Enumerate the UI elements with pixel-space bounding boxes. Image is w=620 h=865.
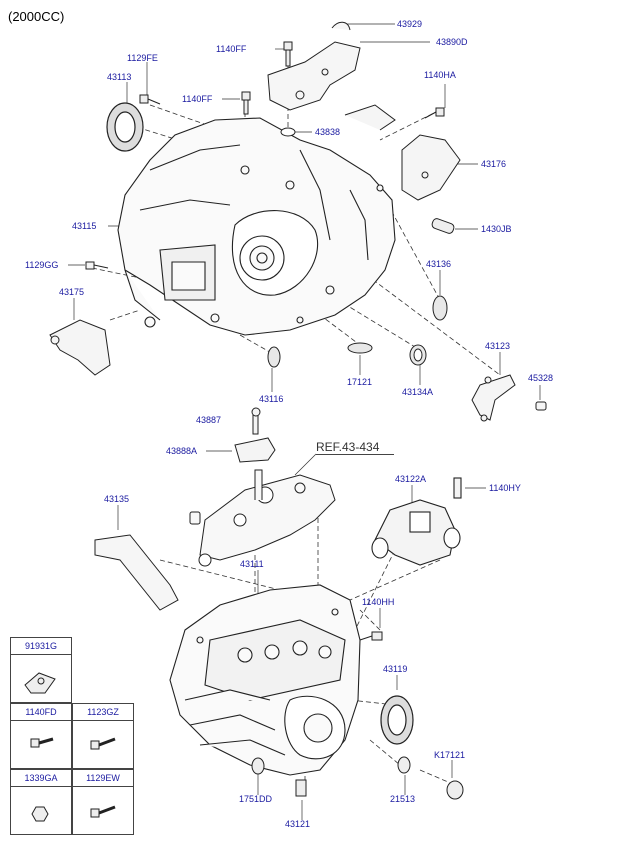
- screw-icon: [90, 805, 116, 818]
- callout-43119[interactable]: 43119: [383, 664, 408, 674]
- callout-K17121[interactable]: K17121: [434, 750, 466, 760]
- legend-divider: [73, 786, 133, 787]
- callout-43135[interactable]: 43135: [104, 494, 130, 504]
- callout-1129GG[interactable]: 1129GG: [25, 260, 59, 270]
- legend-label: 1140FD: [25, 707, 57, 717]
- callout-1140FF[interactable]: 1140FF: [216, 44, 247, 54]
- bolts-top: [139, 41, 445, 137]
- callout-43887[interactable]: 43887: [196, 415, 222, 425]
- callout-43116[interactable]: 43116: [259, 394, 284, 404]
- bottom-small-parts: [251, 756, 464, 800]
- legend-cell-1123GZ[interactable]: 1123GZ: [72, 703, 134, 769]
- reference-label[interactable]: REF.43-434: [316, 440, 380, 454]
- legend-divider: [11, 654, 71, 655]
- bracket-43888A: [234, 407, 276, 463]
- callout-43122A[interactable]: 43122A: [395, 474, 427, 484]
- callout-21513[interactable]: 21513: [390, 794, 416, 804]
- bolt-icon: [30, 737, 54, 748]
- shift-rod-43135: [94, 534, 179, 611]
- callout-17121[interactable]: 17121: [347, 377, 373, 387]
- legend-cell-1339GA[interactable]: 1339GA: [10, 769, 72, 835]
- bracket-43175: [49, 261, 111, 376]
- washers: [267, 295, 448, 368]
- shift-control-assembly: [189, 469, 336, 567]
- callout-43888A[interactable]: 43888A: [166, 446, 198, 456]
- legend-label: 1339GA: [24, 773, 58, 783]
- legend-cell-1129EW[interactable]: 1129EW: [72, 769, 134, 835]
- clip-icon: [24, 672, 56, 694]
- callout-45328[interactable]: 45328: [528, 373, 554, 383]
- callout-1140HY[interactable]: 1140HY: [489, 483, 521, 493]
- hardware-legend: 91931G 1140FD 1123GZ 1339GA: [10, 637, 134, 835]
- callout-43111[interactable]: 43111: [240, 559, 264, 569]
- callout-43890D[interactable]: 43890D: [436, 37, 468, 47]
- callout-1430JB[interactable]: 1430JB: [481, 224, 512, 234]
- callout-43134A[interactable]: 43134A: [402, 387, 434, 397]
- mount-43122A: [371, 477, 462, 566]
- lever-bracket-43890D: [267, 21, 361, 111]
- callout-43113[interactable]: 43113: [107, 72, 132, 82]
- nut-icon: [31, 806, 49, 822]
- callout-43838[interactable]: 43838: [315, 127, 341, 137]
- legend-divider: [11, 720, 71, 721]
- legend-cell-91931G[interactable]: 91931G: [10, 637, 72, 703]
- callout-1129FE[interactable]: 1129FE: [127, 53, 158, 63]
- callout-1140HH[interactable]: 1140HH: [362, 597, 395, 607]
- legend-divider: [73, 720, 133, 721]
- legend-label: 1129EW: [86, 773, 120, 783]
- oil-seal-43119: [380, 695, 414, 745]
- transmission-case-43111: [169, 584, 361, 776]
- callout-43929[interactable]: 43929: [397, 19, 423, 29]
- oil-seal-43113: [106, 102, 144, 152]
- callout-43175[interactable]: 43175: [59, 287, 85, 297]
- pin-1430JB: [431, 218, 455, 234]
- bracket-43176: [344, 104, 461, 201]
- clutch-housing-43115: [117, 117, 396, 336]
- bolt-icon: [90, 737, 116, 750]
- variant-title: (2000CC): [8, 9, 65, 24]
- callout-43176[interactable]: 43176: [481, 159, 507, 169]
- legend-divider: [11, 786, 71, 787]
- bolt-1140HH: [359, 631, 383, 641]
- callout-43121[interactable]: 43121: [285, 819, 311, 829]
- callout-1140FF-b[interactable]: 1140FF: [182, 94, 213, 104]
- callout-43115[interactable]: 43115: [72, 221, 97, 231]
- callout-1751DD[interactable]: 1751DD: [239, 794, 273, 804]
- legend-label: 1123GZ: [87, 707, 119, 717]
- legend-cell-1140FD[interactable]: 1140FD: [10, 703, 72, 769]
- callout-43136[interactable]: 43136: [426, 259, 452, 269]
- callout-1140HA[interactable]: 1140HA: [424, 70, 456, 80]
- callout-43123[interactable]: 43123: [485, 341, 511, 351]
- bracket-43123: [471, 374, 547, 422]
- reference-underline: [316, 454, 394, 455]
- legend-label: 91931G: [24, 641, 58, 651]
